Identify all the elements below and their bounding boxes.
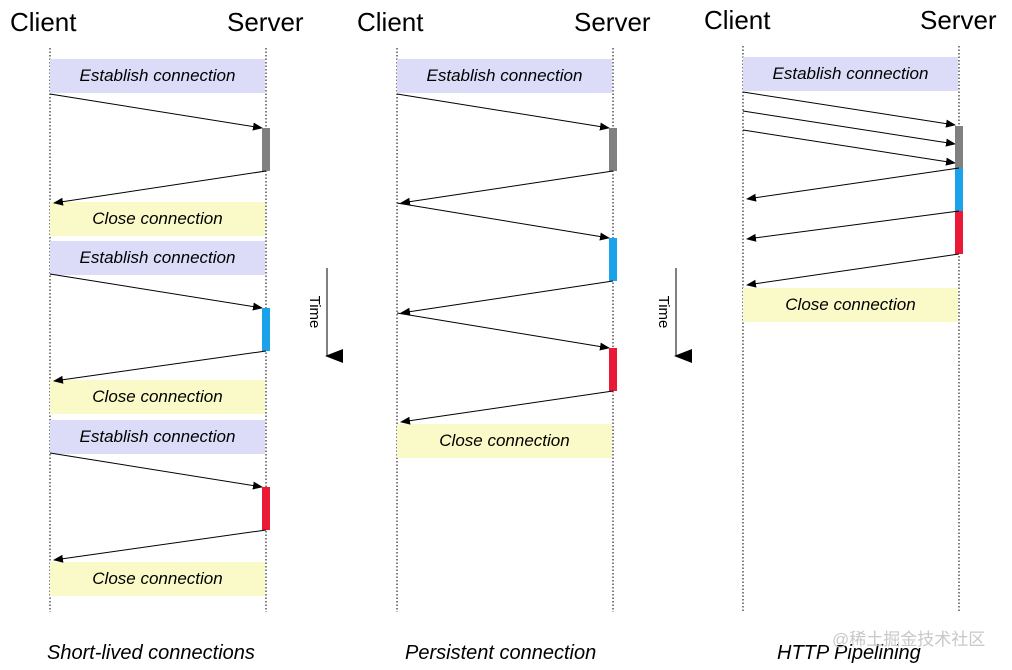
- response-arrow: [400, 170, 614, 206]
- establish-connection-label: Establish connection: [79, 427, 236, 446]
- close-box: [743, 288, 958, 322]
- response-arrow: [53, 529, 267, 563]
- time-label: Time: [306, 295, 323, 329]
- close-box: [397, 424, 612, 458]
- establish-box: [743, 57, 958, 91]
- establish-box-1: [50, 59, 265, 93]
- close-connection-label: Close connection: [439, 431, 570, 450]
- request-arrow: [396, 93, 610, 131]
- server-label: Server: [574, 7, 651, 37]
- response-arrow: [400, 280, 614, 316]
- close-connection-label: Close connection: [92, 209, 223, 228]
- close-connection-label: Close connection: [785, 295, 916, 314]
- caption-pipelining: HTTP Pipelining: [777, 642, 921, 664]
- request-arrow: [742, 91, 956, 128]
- establish-box-3: [50, 420, 265, 454]
- request-arrow: [742, 129, 956, 166]
- client-label: Client: [357, 7, 424, 37]
- processing-bar-blue: [955, 168, 963, 211]
- panel-pipelining: [742, 46, 963, 612]
- processing-bar-blue: [609, 238, 617, 281]
- close-connection-label: Close connection: [92, 569, 223, 588]
- panel-persistent: [396, 48, 617, 612]
- caption-short-lived: Short-lived connections: [47, 642, 255, 664]
- processing-bar-gray: [609, 128, 617, 171]
- processing-bar-red: [262, 487, 270, 530]
- request-arrow: [742, 110, 956, 147]
- response-arrow: [53, 170, 267, 206]
- close-box-2: [50, 380, 265, 414]
- panel-short-lived: [49, 48, 270, 612]
- client-label: Client: [704, 5, 771, 35]
- request-arrow: [396, 312, 610, 351]
- processing-bar-red: [609, 348, 617, 391]
- establish-connection-label: Establish connection: [426, 66, 583, 85]
- watermark: @稀土掘金技术社区: [832, 630, 986, 649]
- request-arrow: [396, 202, 610, 241]
- server-label: Server: [920, 5, 997, 35]
- caption-persistent: Persistent connection: [405, 642, 597, 664]
- response-arrow: [746, 253, 960, 288]
- request-arrow: [49, 452, 263, 490]
- time-label: Time: [655, 295, 672, 329]
- processing-bar-blue: [262, 308, 270, 351]
- establish-connection-label: Establish connection: [79, 66, 236, 85]
- establish-connection-label: Establish connection: [79, 248, 236, 267]
- establish-box: [397, 59, 612, 93]
- client-label: Client: [10, 7, 77, 37]
- processing-bar-gray: [262, 128, 270, 171]
- close-box-3: [50, 562, 265, 596]
- request-arrow: [49, 93, 263, 131]
- processing-bar-red: [955, 211, 963, 254]
- server-label: Server: [227, 7, 304, 37]
- response-arrow: [746, 210, 960, 242]
- close-connection-label: Close connection: [92, 387, 223, 406]
- establish-connection-label: Establish connection: [772, 64, 929, 83]
- response-arrow: [53, 350, 267, 384]
- close-box-1: [50, 202, 265, 236]
- response-arrow: [400, 390, 614, 425]
- establish-box-2: [50, 241, 265, 275]
- response-arrow: [746, 167, 960, 202]
- request-arrow: [49, 273, 263, 311]
- processing-bar-gray: [955, 126, 963, 168]
